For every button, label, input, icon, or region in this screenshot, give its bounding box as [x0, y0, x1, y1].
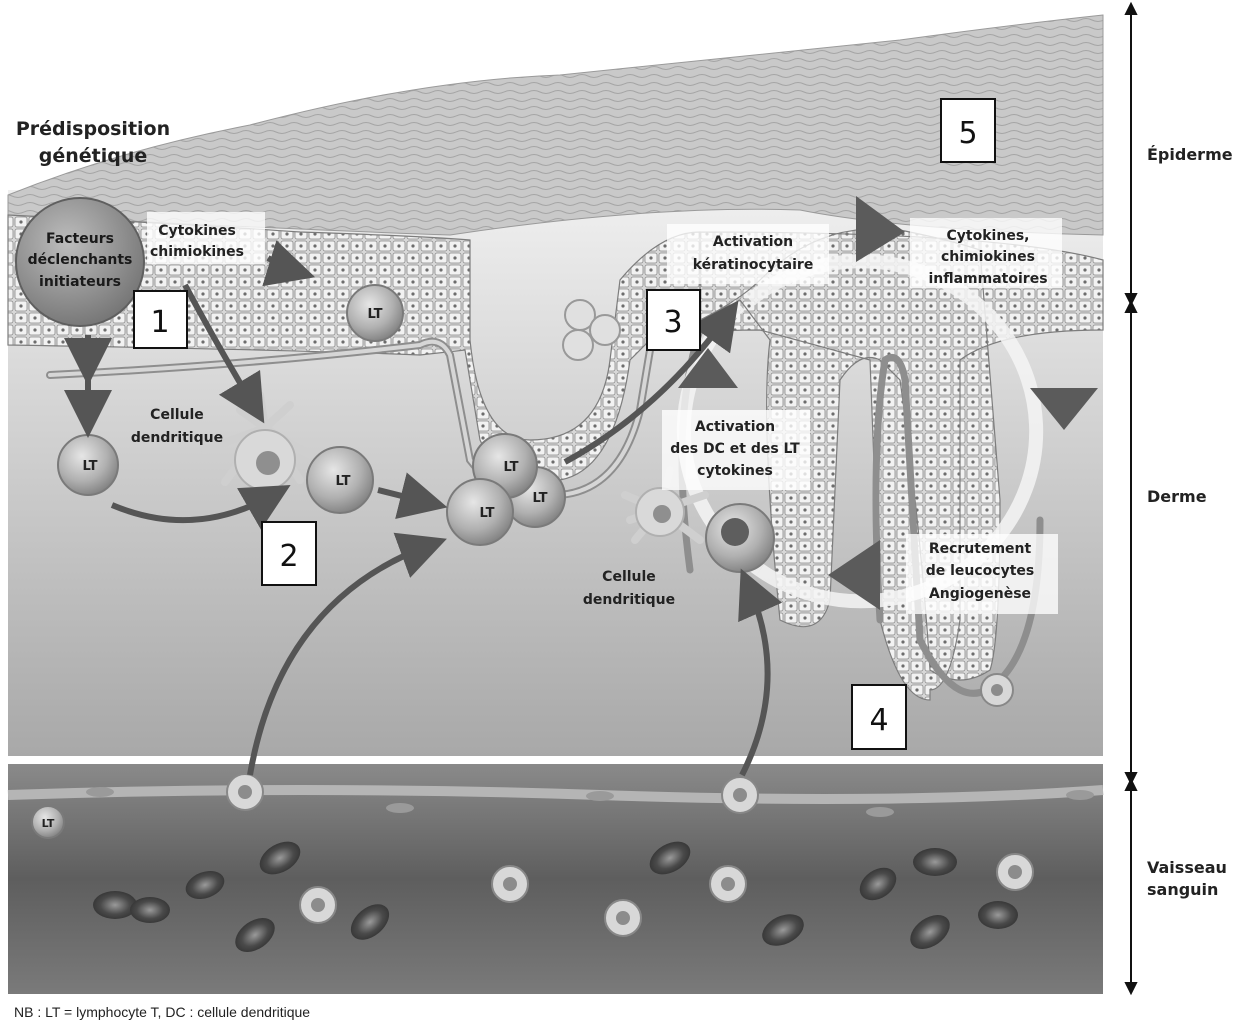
- cytokines-inflam-line1: Cytokines,: [947, 228, 1030, 244]
- initiating-factors-ball: Facteurs déclenchants initiateurs: [16, 198, 144, 326]
- step-number: 5: [958, 116, 977, 151]
- svg-text:LT: LT: [336, 474, 351, 489]
- step-number: 1: [150, 305, 169, 340]
- recruitment-line1: Recrutement: [929, 541, 1032, 557]
- vessel-label-line2: sanguin: [1147, 880, 1218, 899]
- svg-text:LT: LT: [83, 459, 98, 474]
- cytokines-label-line1: Cytokines: [158, 223, 236, 239]
- triggers-line1: Facteurs: [46, 231, 114, 247]
- dermis-label: Derme: [1147, 487, 1207, 506]
- dendritic-mid-line1: Cellule: [602, 569, 656, 585]
- lt-cell-dermis-left: LT: [58, 435, 118, 495]
- activation-kera-line2: kératinocytaire: [693, 257, 814, 273]
- activation-dc-line1: Activation: [695, 419, 775, 435]
- recruited-leukocyte: [706, 504, 774, 572]
- vessel-lt-cell: LT: [32, 806, 64, 838]
- triggers-line2: déclenchants: [28, 252, 133, 268]
- abbreviation-note: NB : LT = lymphocyte T, DC : cellule den…: [14, 1004, 310, 1020]
- svg-text:LT: LT: [480, 506, 495, 521]
- title-line2: génétique: [39, 145, 148, 167]
- cytokines-label-line2: chimiokines: [150, 244, 244, 260]
- activation-dc-line2: des DC et des LT: [670, 441, 800, 457]
- dendritic-left-line1: Cellule: [150, 407, 204, 423]
- triggers-line3: initiateurs: [39, 274, 121, 290]
- activation-kera-line1: Activation: [713, 234, 793, 250]
- stratum-corneum: [8, 15, 1103, 235]
- capillary-leukocyte: [981, 674, 1013, 706]
- svg-text:LT: LT: [504, 460, 519, 475]
- vessel-label-line1: Vaisseau: [1147, 858, 1227, 877]
- step-box-2: 2: [262, 522, 316, 585]
- svg-text:LT: LT: [533, 491, 548, 506]
- cytokines-inflam-line2: chimiokines: [941, 249, 1035, 265]
- lt-cell-epidermis: LT: [347, 285, 403, 341]
- recruitment-line2: de leucocytes: [926, 563, 1035, 579]
- step-number: 2: [279, 539, 298, 574]
- dendritic-left-line2: dendritique: [131, 430, 223, 446]
- title-line1: Prédisposition: [16, 118, 170, 140]
- step-box-5: 5: [941, 99, 995, 162]
- epidermis-label: Épiderme: [1147, 145, 1233, 164]
- step-number: 4: [869, 703, 888, 738]
- step-box-1: 1: [134, 291, 187, 348]
- step-box-4: 4: [852, 685, 906, 749]
- recruitment-line3: Angiogenèse: [929, 586, 1031, 602]
- svg-text:LT: LT: [368, 307, 383, 322]
- step-number: 3: [663, 305, 682, 340]
- lt-cell-near-dc: LT: [307, 447, 373, 513]
- layer-span-arrows: [1126, 4, 1136, 993]
- dendritic-mid-line2: dendritique: [583, 592, 675, 608]
- lt-label: LT: [42, 817, 55, 830]
- step-box-3: 3: [647, 290, 700, 350]
- dermis-vessel-separator: [8, 756, 1103, 764]
- cytokines-inflam-line3: inflammatoires: [928, 271, 1047, 287]
- activation-dc-line3: cytokines: [697, 463, 773, 479]
